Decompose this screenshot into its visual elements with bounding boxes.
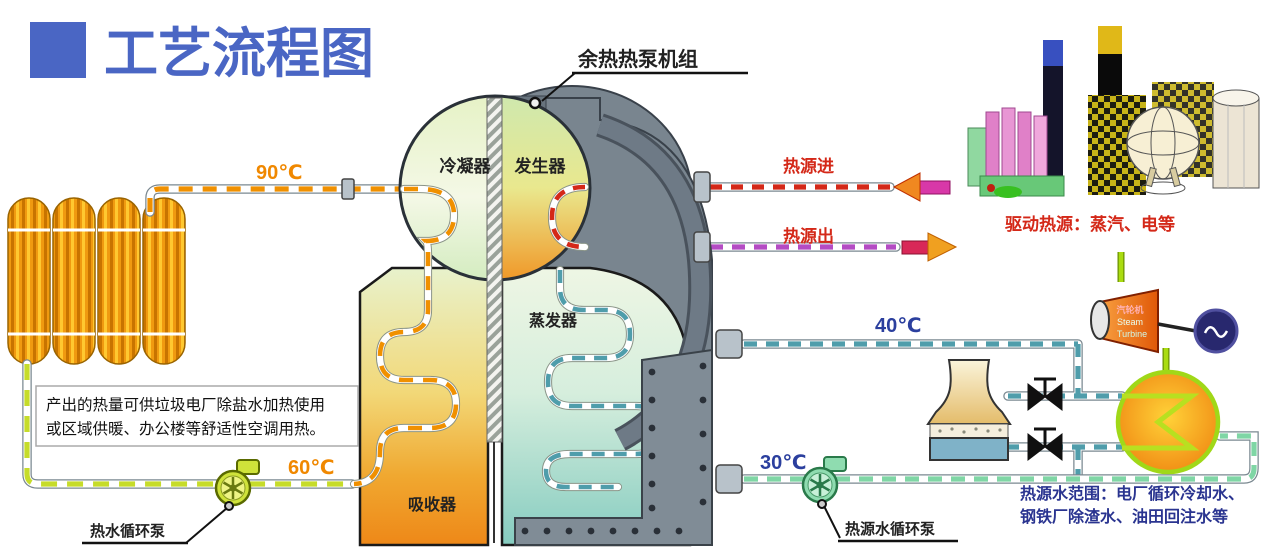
pipe-90c-supply <box>150 189 402 212</box>
temp-60-label: 60℃ <box>288 457 334 479</box>
callout-dot <box>528 96 542 110</box>
page-title: 工艺流程图 <box>30 22 374 84</box>
condenser-label: 冷凝器 <box>440 156 492 176</box>
output-note-line1: 产出的热量可供垃圾电厂除盐水加热使用 <box>46 396 325 414</box>
nozzle-30c <box>715 464 743 494</box>
steam-lines <box>1117 252 1170 374</box>
spherical-tank <box>1126 106 1200 195</box>
turbine-shaft <box>1157 322 1197 333</box>
bolted-plate <box>514 348 713 546</box>
temp-30-label: 30℃ <box>760 452 806 474</box>
generator-unit <box>1193 308 1239 354</box>
nozzle-40c <box>715 329 743 359</box>
turbine-cn-label: 汽轮机 <box>1116 304 1143 315</box>
source-water-pump-callout: 热源水循环泵 <box>817 499 958 543</box>
boiler-coil-icon <box>1122 393 1200 451</box>
tank <box>7 197 51 365</box>
temp-90-label: 90℃ <box>256 162 302 184</box>
source-water-pump-label: 热源水循环泵 <box>845 520 935 538</box>
sine-wave-icon <box>1203 326 1229 338</box>
source-range-line2: 钢铁厂除渣水、油田回注水等 <box>1020 507 1228 526</box>
condenser-chamber <box>400 96 495 280</box>
valve-lower <box>1027 427 1063 462</box>
source-range-note: 热源水范围：电厂循环冷却水、 钢铁厂除渣水、油田回注水等 <box>1020 484 1244 526</box>
green-blob <box>994 186 1022 198</box>
heat-source-boiler <box>1115 369 1221 475</box>
factory-illustration <box>967 26 1260 198</box>
title-text: 工艺流程图 <box>104 24 374 84</box>
evaporator-label: 蒸发器 <box>529 311 578 330</box>
output-note-line2: 或区域供暖、办公楼等舒适性空调用热。 <box>46 420 325 438</box>
steam-turbine: 汽轮机 Steam Turbine <box>1090 288 1159 354</box>
nozzle-heat-source-out <box>693 231 711 263</box>
heat-source-in-label: 热源进 <box>783 156 834 176</box>
source-range-line1: 热源水范围：电厂循环冷却水、 <box>1020 484 1244 503</box>
valve-upper <box>1027 377 1063 412</box>
nozzle-90c <box>341 178 355 200</box>
turbine-en-label-1: Steam <box>1117 317 1143 327</box>
generator-label: 发生器 <box>514 156 567 176</box>
heat-pump-unit: 冷凝器 发生器 蒸发器 吸收器 <box>341 85 743 547</box>
machine-callout: 余热热泵机组 <box>528 47 748 110</box>
temp-40-label: 40℃ <box>875 315 921 337</box>
turbine-en-label-2: Turbine <box>1117 329 1147 339</box>
generator-chamber <box>495 96 590 280</box>
nozzle-heat-source-in <box>693 171 711 203</box>
hot-water-pump-callout: 热水循环泵 <box>82 501 234 545</box>
arrow-heat-source-in <box>892 172 951 202</box>
chamber-divider <box>486 97 503 443</box>
tank <box>52 197 96 365</box>
hot-water-pump <box>214 459 260 507</box>
cooling-tower <box>926 359 1012 461</box>
heat-source-out-label: 热源出 <box>783 226 834 246</box>
output-note-box: 产出的热量可供垃圾电厂除盐水加热使用 或区域供暖、办公楼等舒适性空调用热。 <box>35 385 359 447</box>
machine-label: 余热热泵机组 <box>577 47 698 71</box>
arrow-heat-source-out <box>901 232 958 262</box>
drive-heat-source-label: 驱动热源：蒸汽、电等 <box>1005 214 1175 234</box>
cylindrical-tank <box>1212 89 1260 189</box>
hot-water-tanks <box>7 197 186 365</box>
tower-basin <box>929 437 1009 461</box>
absorber-label: 吸收器 <box>408 495 457 514</box>
tank <box>97 197 141 365</box>
title-bullet-square <box>30 22 86 78</box>
tank <box>142 197 186 365</box>
hot-water-pump-label: 热水循环泵 <box>90 522 165 540</box>
